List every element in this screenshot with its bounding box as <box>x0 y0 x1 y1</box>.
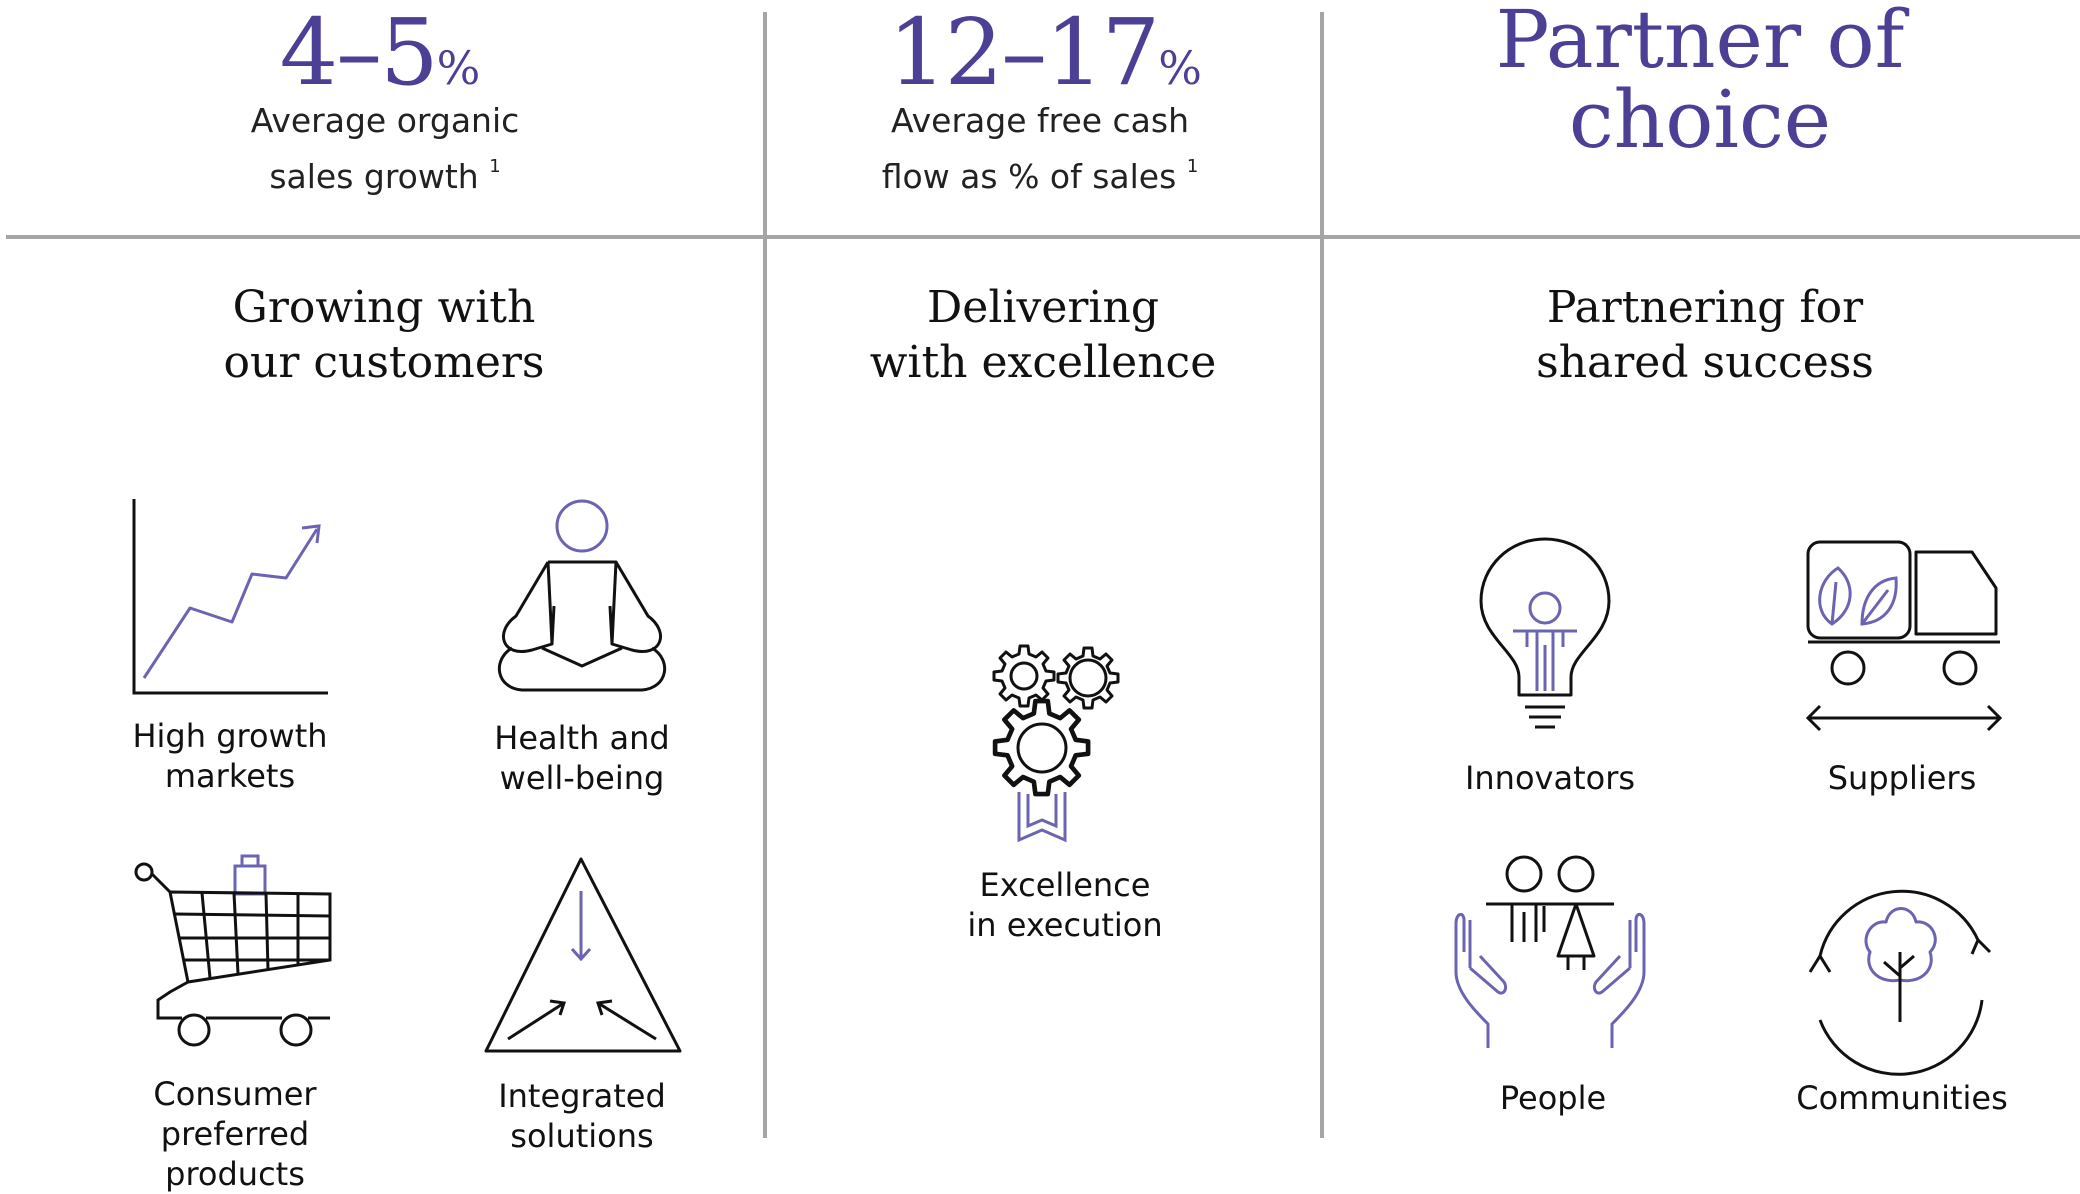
line-chart-icon <box>132 499 328 695</box>
label-people: People <box>1499 1079 1607 1117</box>
hands-people-icon <box>1454 855 1646 1048</box>
delivery-truck-icon <box>1805 540 2003 732</box>
metric-organic-growth-label: Average organic sales growth 1 <box>250 101 520 196</box>
triangle-arrows-icon <box>484 857 682 1053</box>
column-divider-2 <box>1320 12 1324 1138</box>
metric-free-cash-flow-label: Average free cash flow as % of sales 1 <box>881 101 1199 196</box>
header-divider <box>6 235 2080 239</box>
label-innovators: Innovators <box>1464 759 1636 797</box>
metric-free-cash-flow-value: 12–17% <box>888 0 1202 106</box>
shopping-cart-icon <box>134 854 332 1047</box>
label-communities: Communities <box>1796 1079 2008 1117</box>
label-suppliers: Suppliers <box>1827 759 1977 797</box>
tree-cycle-icon <box>1808 889 1992 1076</box>
gears-ribbon-icon <box>992 644 1120 843</box>
lightbulb-person-icon <box>1479 537 1611 729</box>
metric-organic-growth-value: 4–5% <box>279 0 481 106</box>
column-divider-1 <box>763 12 767 1138</box>
metric-partner-of-choice: Partner of choice <box>1495 0 1905 166</box>
meditation-icon <box>497 499 667 692</box>
